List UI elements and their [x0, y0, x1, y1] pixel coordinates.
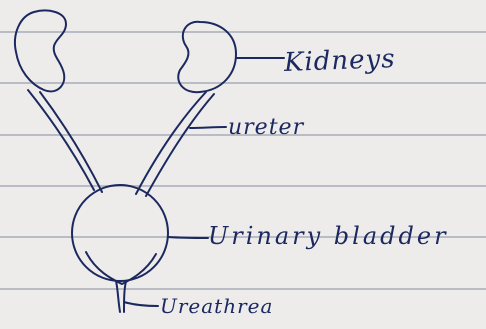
bladder-pointer: [168, 237, 208, 238]
urethra-pointer: [124, 302, 158, 306]
urethra-label: Ureathrea: [160, 294, 273, 318]
left-ureter: [40, 92, 102, 192]
kidneys-label: Kidneys: [284, 44, 397, 78]
urinary-bladder-label: Urinary bladder: [208, 222, 449, 250]
ureter-label: ureter: [228, 115, 304, 140]
left-kidney: [15, 11, 66, 92]
bladder-inner-line: [86, 252, 156, 284]
left-ureter: [28, 90, 94, 190]
right-ureter: [146, 94, 214, 196]
urethra: [124, 281, 126, 312]
right-kidney: [178, 22, 236, 92]
urethra: [116, 281, 120, 312]
urinary-bladder: [72, 185, 168, 281]
right-ureter: [136, 92, 206, 194]
ureter-pointer: [190, 127, 226, 128]
